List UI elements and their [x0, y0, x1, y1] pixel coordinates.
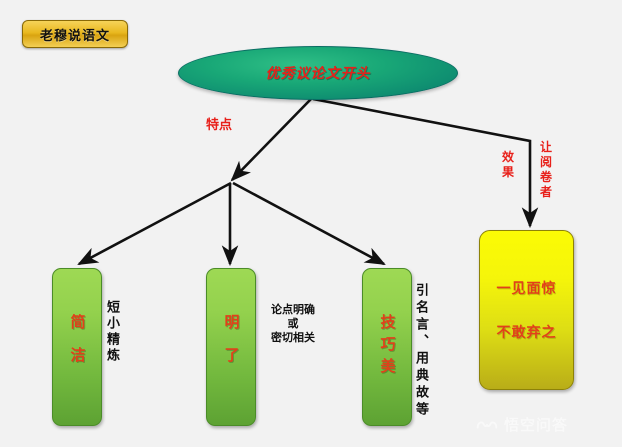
effect-box-line-2: 不敢弃之	[496, 325, 557, 341]
branch-note-jiqiaomei: 引名言、用典故等	[413, 283, 428, 419]
wukong-logo-icon	[476, 420, 498, 428]
edge-label-effect: 效果	[501, 150, 514, 179]
edge-junction-to-box3	[232, 181, 386, 266]
watermark: 悟空问答	[476, 414, 568, 435]
watermark-label: 悟空问答	[504, 416, 569, 434]
branch-box-mingliao-label: 明了	[222, 314, 241, 380]
branch-box-jiqiaomei-label: 技巧美	[378, 314, 397, 380]
effect-box-line-1: 一见面惊	[496, 281, 557, 297]
root-node: 优秀议论文开头	[178, 46, 458, 100]
branch-note-mingliao: 论点明确 或 密切相关	[271, 303, 315, 344]
edge-label-features: 特点	[206, 118, 233, 133]
branch-box-jianjie: 简洁	[52, 268, 102, 426]
edge-root-to-junction	[230, 98, 312, 182]
branch-box-mingliao: 明了	[206, 268, 256, 426]
branch-box-jiqiaomei: 技巧美	[362, 268, 412, 426]
brand-badge-label: 老穆说语文	[39, 28, 110, 44]
edge-label-reader: 让阅卷者	[539, 140, 552, 199]
effect-box: 一见面惊 不敢弃之	[479, 230, 574, 390]
brand-badge: 老穆说语文	[22, 20, 128, 48]
branch-note-jianjie: 短小精炼	[104, 300, 119, 364]
edge-junction-to-box1	[77, 181, 232, 266]
branch-box-jianjie-label: 简洁	[68, 314, 87, 380]
edge-root-to-effect-box	[312, 97, 539, 229]
root-node-label: 优秀议论文开头	[265, 66, 371, 82]
